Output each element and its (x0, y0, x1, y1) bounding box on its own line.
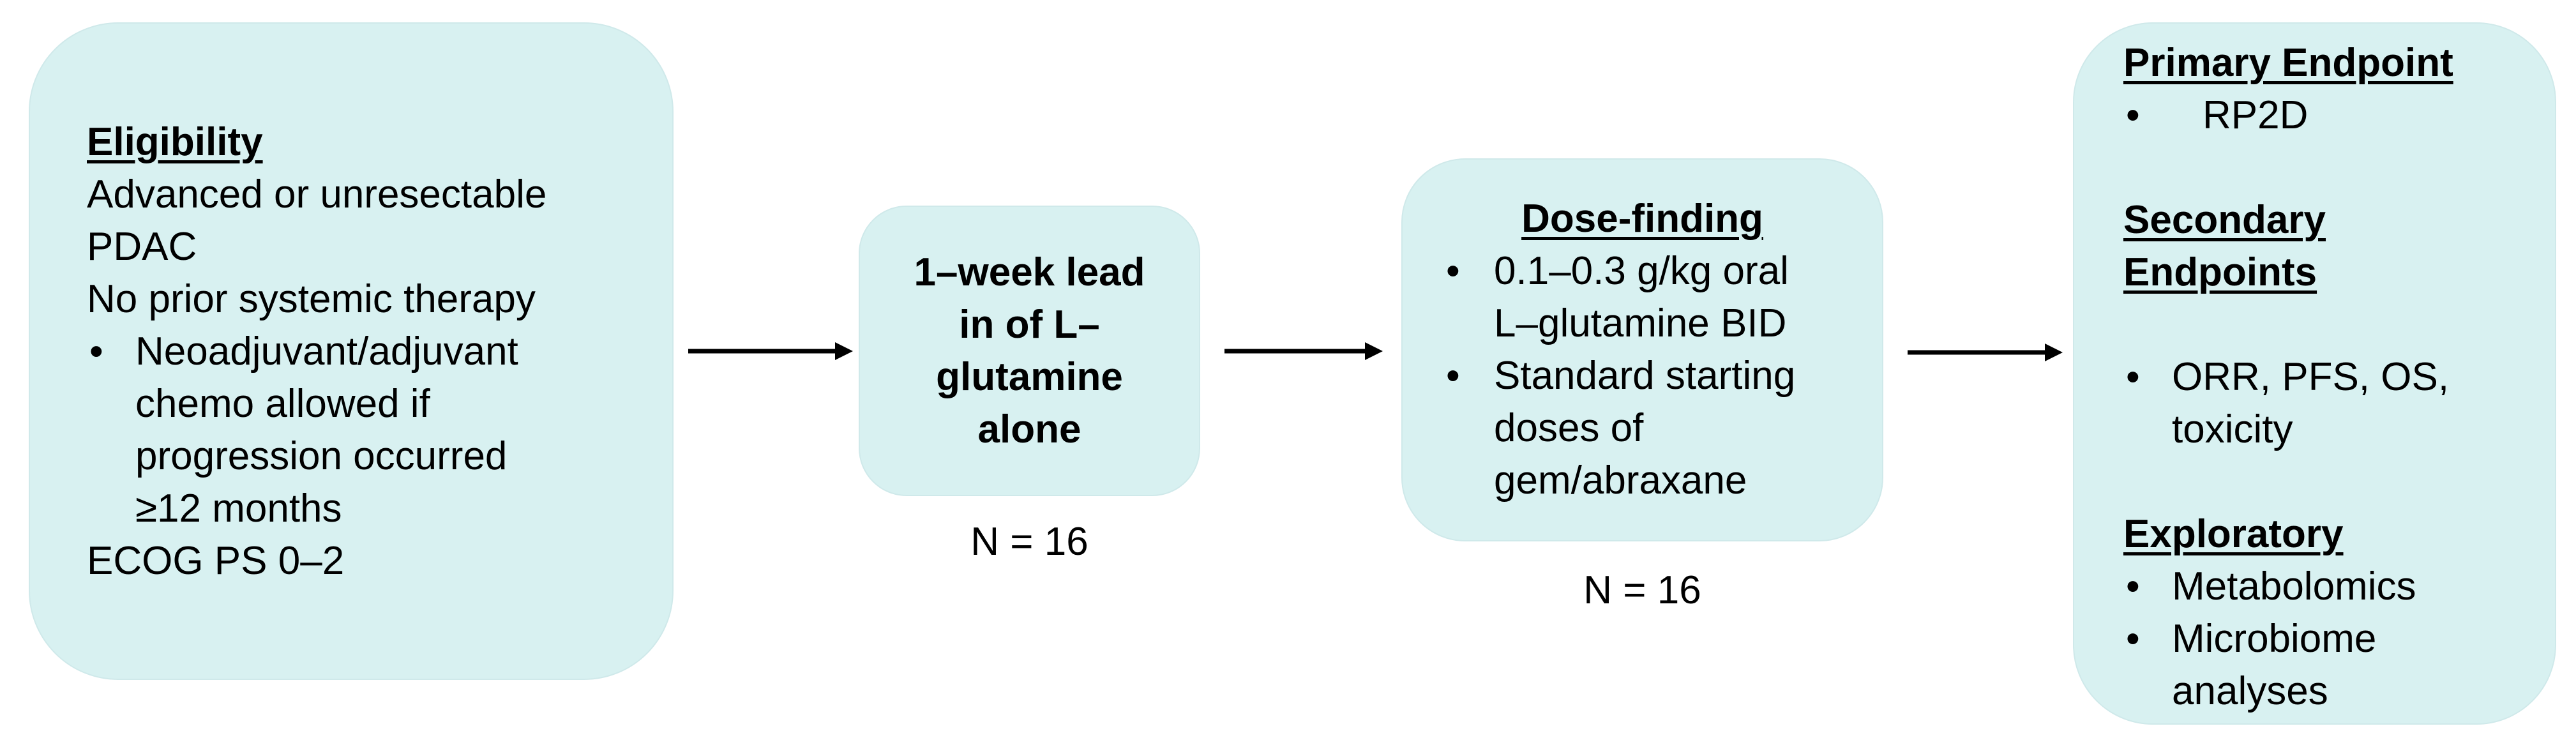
eligibility-heading: Eligibility (87, 120, 263, 164)
eligibility-line: Advanced or unresectable (87, 172, 547, 216)
dose-finding-n-label: N = 16 (1583, 568, 1701, 612)
bullet-icon: • (2126, 564, 2140, 608)
dose-finding-box (1401, 158, 1883, 541)
secondary-endpoints-heading: Endpoints (2123, 250, 2317, 294)
primary-endpoint-heading: Primary Endpoint (2123, 41, 2453, 85)
secondary-endpoint-item: toxicity (2172, 407, 2293, 451)
dose-finding-item: L–glutamine BID (1494, 301, 1787, 345)
dose-finding-heading: Dose-finding (1521, 197, 1763, 241)
lead-in-text: alone (977, 407, 1081, 451)
lead-in-text: 1–week lead (914, 250, 1145, 294)
eligibility-subitem: progression occurred (135, 434, 508, 478)
primary-endpoint-item: RP2D (2203, 93, 2309, 137)
dose-finding-item: 0.1–0.3 g/kg oral (1494, 249, 1789, 293)
exploratory-item: Metabolomics (2172, 564, 2416, 608)
lead-in-box (859, 206, 1200, 496)
lead-in-n-label: N = 16 (970, 520, 1088, 564)
bullet-icon: • (2126, 355, 2140, 399)
dose-finding-item: Standard starting (1494, 354, 1796, 398)
bullet-icon: • (1446, 249, 1460, 293)
arrow-right-icon (1224, 342, 1383, 360)
secondary-endpoint-item: ORR, PFS, OS, (2172, 355, 2450, 399)
bullet-icon: • (2126, 93, 2140, 137)
eligibility-line: ECOG PS 0–2 (87, 539, 345, 583)
lead-in-text: in of L– (959, 303, 1100, 347)
bullet-icon: • (89, 329, 103, 374)
eligibility-box (29, 22, 674, 680)
eligibility-line: No prior systemic therapy (87, 277, 536, 321)
dose-finding-item: doses of (1494, 406, 1644, 450)
endpoints-box (2073, 22, 2556, 725)
exploratory-item: analyses (2172, 669, 2328, 713)
eligibility-subitem: ≥12 months (135, 487, 342, 531)
bullet-icon: • (2126, 617, 2140, 661)
eligibility-subitem: Neoadjuvant/adjuvant (135, 329, 518, 374)
bullet-icon: • (1446, 354, 1460, 398)
dose-finding-item: gem/abraxane (1494, 458, 1747, 502)
exploratory-item: Microbiome (2172, 617, 2377, 661)
arrow-right-icon (1908, 343, 2063, 361)
secondary-endpoints-heading: Secondary (2123, 198, 2326, 242)
eligibility-subitem: chemo allowed if (135, 382, 430, 426)
exploratory-heading: Exploratory (2123, 512, 2344, 556)
arrow-right-icon (688, 342, 853, 360)
lead-in-text: glutamine (936, 355, 1123, 399)
eligibility-line: PDAC (87, 225, 197, 269)
